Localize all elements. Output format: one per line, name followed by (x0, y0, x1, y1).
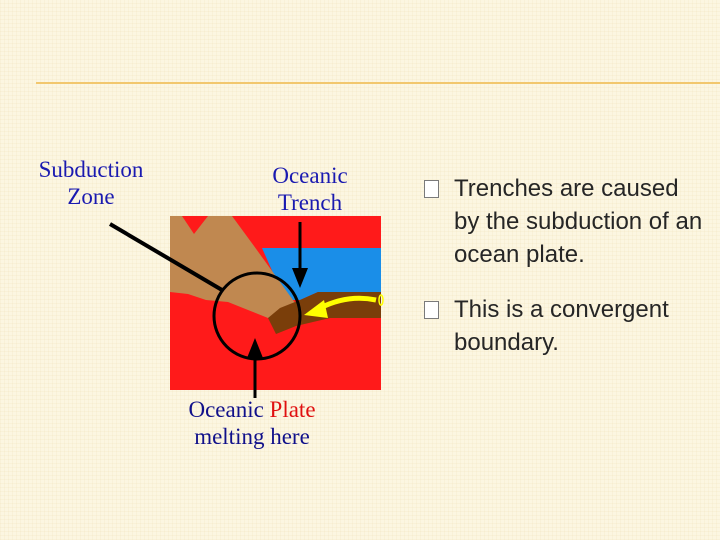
ocean-water (262, 248, 381, 300)
subduction-zone-label: Subduction Zone (26, 156, 156, 210)
melting-label: Oceanic Plate melting here (172, 396, 332, 450)
melting-label-plate: Plate (269, 397, 316, 422)
oceanic-trench-line2: Trench (277, 190, 343, 215)
subduction-circle (212, 271, 302, 361)
oceanic-trench-label: Oceanic Trench (250, 162, 370, 216)
subduction-zone-line2: Zone (67, 184, 115, 209)
bullet-item: This is a convergent boundary. (424, 293, 704, 359)
bullet-text: Trenches are caused by the subduction of… (454, 175, 703, 268)
trench-pointer-head (292, 268, 308, 288)
oceanic-trench-line1: Oceanic (272, 163, 348, 188)
melting-label-here: here (270, 424, 310, 449)
bullet-icon (424, 301, 439, 319)
melting-pointer-head (247, 338, 263, 358)
bullet-item: Trenches are caused by the subduction of… (424, 172, 704, 271)
melting-label-melting: melting (194, 424, 265, 449)
bullet-list: Trenches are caused by the subduction of… (424, 172, 704, 381)
bullet-icon (424, 180, 439, 198)
top-rule (36, 82, 720, 84)
bullet-text: This is a convergent boundary. (454, 296, 669, 356)
subduction-zone-pointer (108, 222, 224, 292)
subduction-zone-line1: Subduction (38, 157, 144, 182)
melting-label-oceanic: Oceanic (188, 397, 264, 422)
plate-motion-arrowhead (304, 300, 328, 318)
continental-crust (170, 216, 298, 318)
